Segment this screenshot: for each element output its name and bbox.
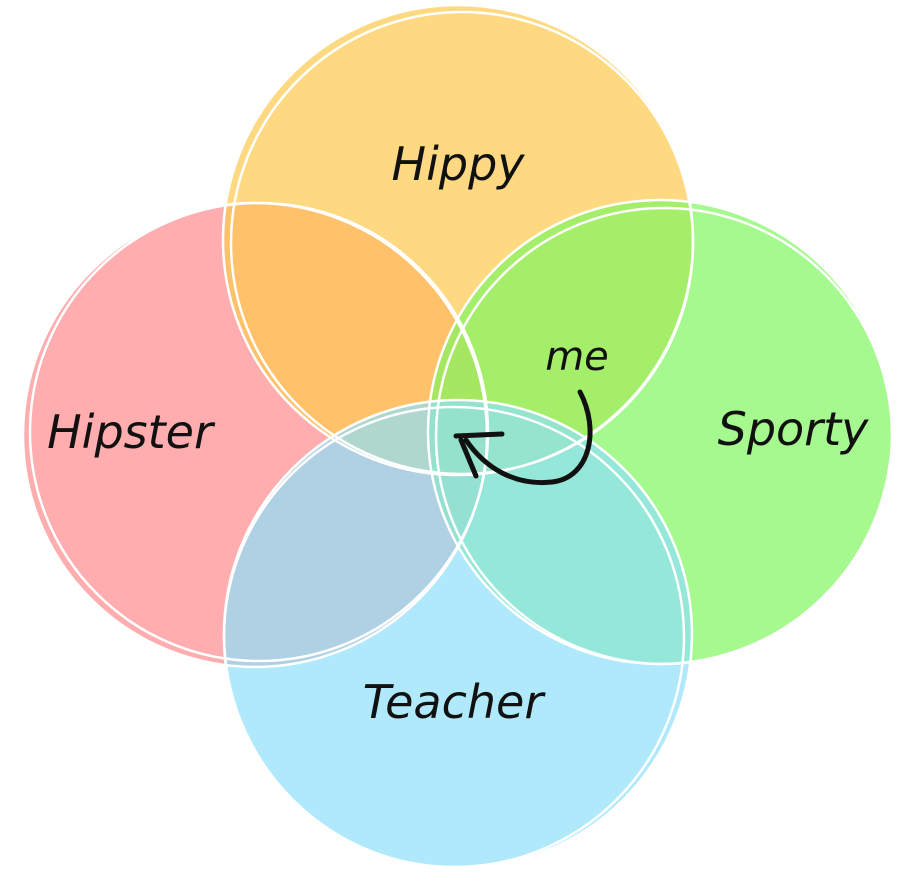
outline-hippy-2 (229, 10, 695, 476)
outline-teacher-2 (222, 405, 686, 869)
set-outlines (21, 3, 894, 870)
label-sporty: Sporty (718, 402, 869, 456)
label-hipster: Hipster (47, 405, 216, 459)
label-teacher: Teacher (363, 675, 547, 729)
pointer-arrow-icon (453, 389, 593, 486)
label-hippy: Hippy (392, 137, 526, 191)
outline-hipster-2 (28, 201, 490, 663)
circle-teacher (224, 400, 692, 868)
set-circles (23, 5, 892, 868)
outline-sporty-2 (434, 206, 894, 666)
pointer-label: me (545, 334, 609, 380)
